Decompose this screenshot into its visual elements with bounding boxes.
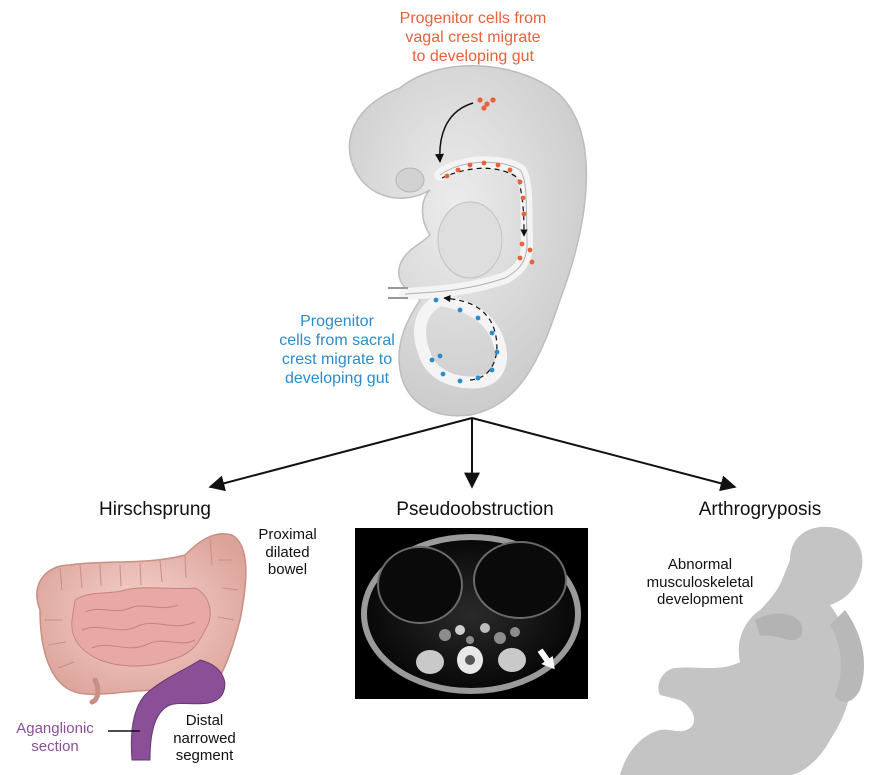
ct-kidney-left xyxy=(416,650,444,674)
ct-dilated-loop-left xyxy=(378,547,462,623)
embryo-eye xyxy=(396,168,424,192)
embryo-heart-bulge xyxy=(438,202,502,278)
distal-narrowed-label: Distal narrowed segment xyxy=(162,712,247,765)
abnormal-musculoskeletal-label: Abnormal musculoskeletal development xyxy=(630,556,770,609)
ct-scan-image xyxy=(355,528,588,699)
ct-aorta xyxy=(455,625,465,635)
ct-kidney-right xyxy=(498,648,526,672)
ct-ivc xyxy=(480,623,490,633)
proximal-dilated-label: Proximal dilated bowel xyxy=(245,526,330,579)
ct-spinal-canal xyxy=(465,655,475,665)
pseudoobstruction-heading: Pseudoobstruction xyxy=(370,499,580,521)
hirschsprung-heading: Hirschsprung xyxy=(70,499,240,521)
aganglionic-label: Aganglionic section xyxy=(2,720,108,755)
arrow-to-hirschsprung xyxy=(210,418,472,487)
sacral-crest-label: Progenitor cells from sacral crest migra… xyxy=(272,313,402,389)
ct-dilated-loop-right xyxy=(474,542,566,618)
arthrogryposis-heading: Arthrogryposis xyxy=(675,499,845,521)
vagal-crest-label: Progenitor cells from vagal crest migrat… xyxy=(358,10,588,67)
branch-arrows xyxy=(210,418,735,487)
arrow-to-arthrogryposis xyxy=(472,418,735,487)
